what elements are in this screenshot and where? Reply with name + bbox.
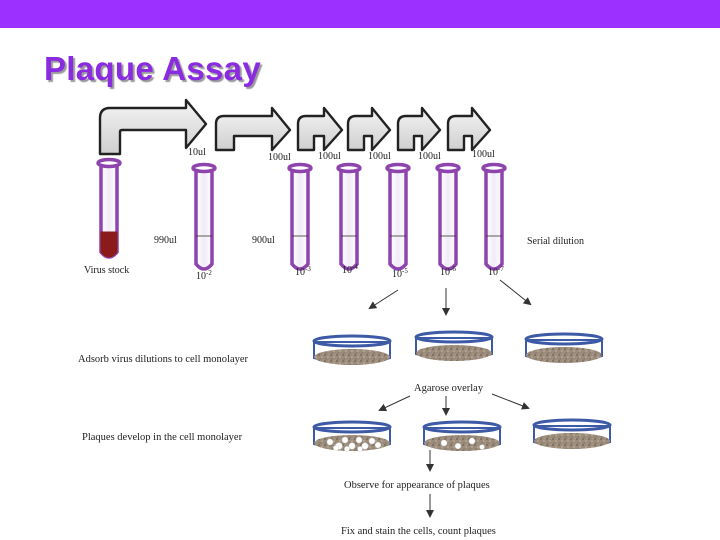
tubes <box>96 157 507 271</box>
plate-to-plate-arrows <box>378 393 530 416</box>
diluent-volume-1: 990ul <box>154 235 177 246</box>
virus-stock-label: Virus stock <box>84 265 129 276</box>
dilution-label-1: 10-2 <box>196 269 212 282</box>
diluent-volume-2: 900ul <box>252 235 275 246</box>
plates-row-2 <box>312 418 612 452</box>
tube-dilution-2 <box>287 162 313 271</box>
agarose-label: Agarose overlay <box>414 383 484 394</box>
transfer-arrow-4 <box>346 106 392 152</box>
transfer-arrow-3 <box>296 106 344 152</box>
dilution-label-2: 10-3 <box>295 265 311 278</box>
dilution-label-6: 10-7 <box>488 265 504 278</box>
transfer-arrow-5 <box>396 106 442 152</box>
tube-dilution-4 <box>385 162 411 271</box>
plate-2-3 <box>532 418 612 449</box>
fix-label: Fix and stain the cells, count plaques <box>341 526 496 537</box>
tube-dilution-6 <box>481 162 507 271</box>
plate-1-1 <box>312 334 392 365</box>
tube-to-plate-arrows <box>368 279 532 316</box>
plate-1-3 <box>524 332 604 363</box>
adsorb-label: Adsorb virus dilutions to cell monolayer <box>78 354 249 365</box>
transfer-volume-5: 100ul <box>418 151 441 162</box>
tube-dilution-1 <box>191 162 217 271</box>
dilution-label-3: 10-4 <box>342 263 358 276</box>
transfer-arrows <box>98 98 492 156</box>
plate-1-2 <box>414 330 494 361</box>
plates-row-1 <box>312 330 604 365</box>
plate-2-2 <box>422 420 502 451</box>
transfer-volume-3: 100ul <box>318 151 341 162</box>
transfer-volume-1: 10ul <box>188 147 206 158</box>
top-accent-bar <box>0 0 720 28</box>
tube-dilution-5 <box>435 162 461 271</box>
tube-virus-stock <box>96 157 122 259</box>
transfer-volume-6: 100ul <box>472 149 495 160</box>
dilution-label-4: 10-5 <box>392 267 408 280</box>
transfer-volume-4: 100ul <box>368 151 391 162</box>
plaques-label: Plaques develop in the cell monolayer <box>82 432 243 443</box>
transfer-arrow-6 <box>446 106 492 152</box>
transfer-arrow-2 <box>214 106 292 152</box>
tube-dilution-3 <box>336 162 362 271</box>
transfer-volume-2: 100ul <box>268 152 291 163</box>
plaques <box>326 436 485 452</box>
observe-label: Observe for appearance of plaques <box>344 480 490 491</box>
transfer-arrow-1 <box>98 98 208 156</box>
serial-dilution-label: Serial dilution <box>527 236 584 247</box>
slide-title: Plaque Assay <box>44 50 261 87</box>
dilution-label-5: 10-6 <box>440 265 456 278</box>
